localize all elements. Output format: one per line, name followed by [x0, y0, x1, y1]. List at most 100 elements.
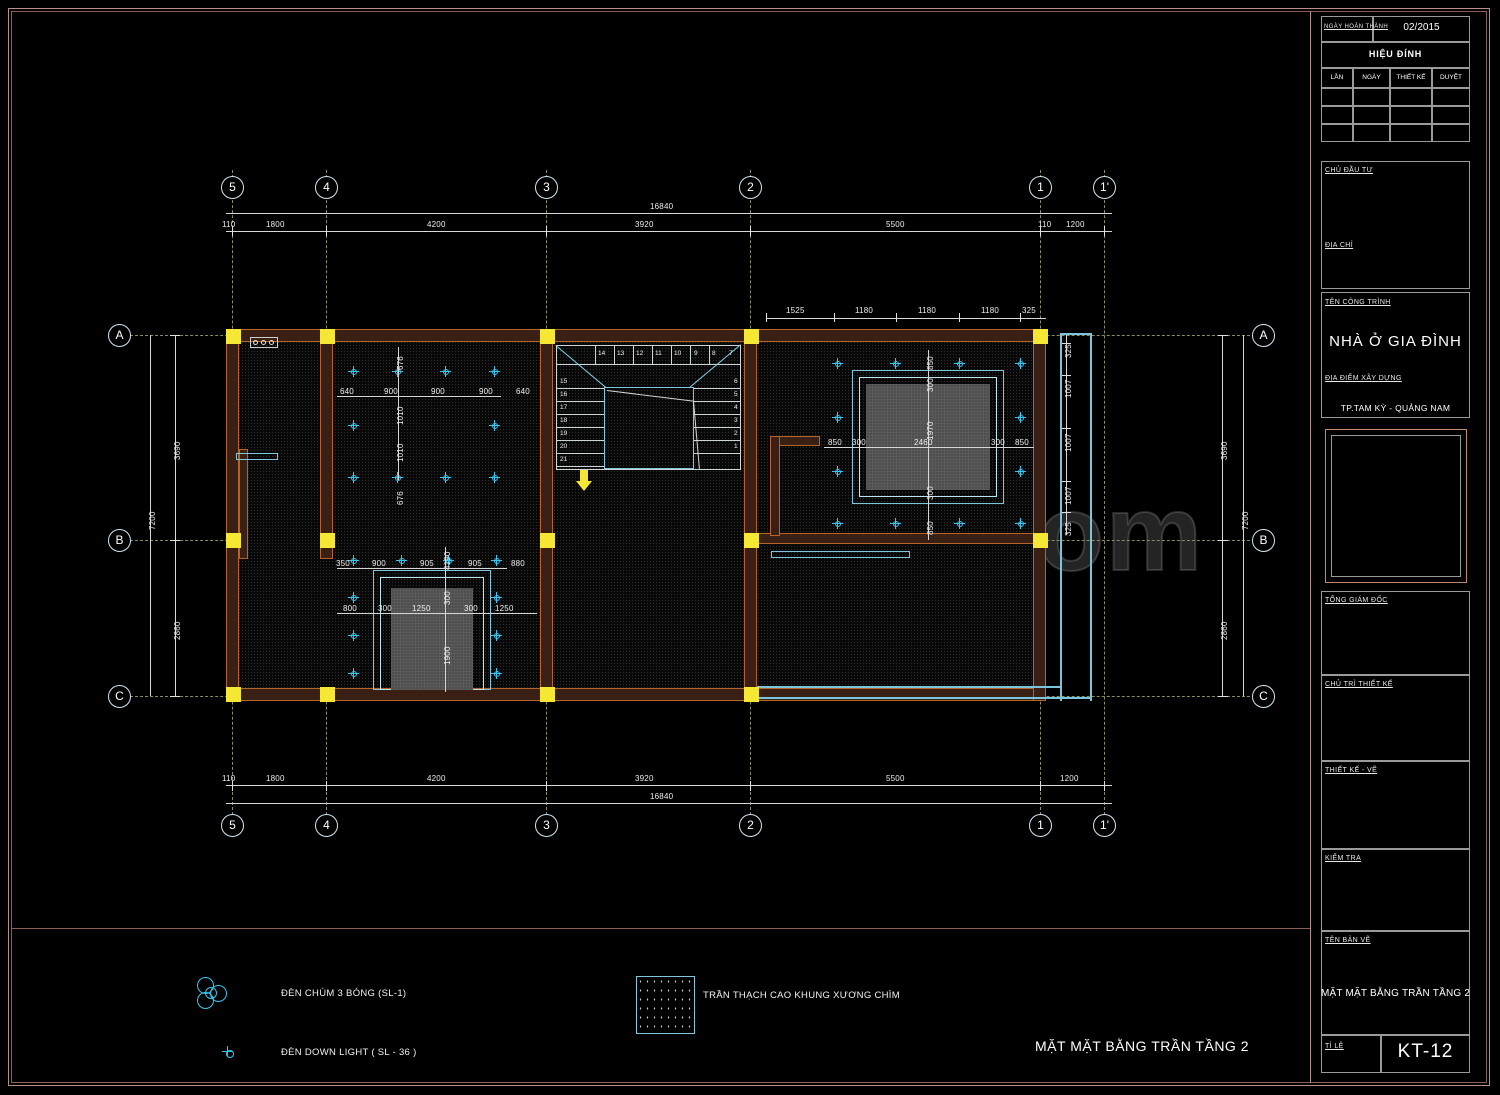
investor-cell[interactable]	[1321, 161, 1470, 289]
designer-cell[interactable]	[1321, 761, 1470, 849]
downlight-icon	[832, 358, 843, 369]
revision-cell[interactable]	[1390, 88, 1432, 106]
downlight-icon	[832, 412, 843, 423]
fixture-strip-left	[236, 453, 278, 460]
stair-tread-number: 4	[734, 404, 738, 411]
project-cell[interactable]	[1321, 292, 1470, 418]
interior-dimline-lb-v	[445, 547, 446, 692]
revision-cell[interactable]	[1432, 124, 1470, 142]
downlight-icon	[1015, 518, 1026, 529]
dimension-tick	[170, 696, 180, 697]
dimension-line-right-outer	[1222, 335, 1223, 696]
grid-bubble-left-A[interactable]: A	[108, 324, 131, 347]
scale-cell[interactable]	[1321, 1035, 1381, 1073]
dimension-text: 900	[372, 559, 386, 568]
grid-bubble-right-B[interactable]: B	[1252, 529, 1275, 552]
revision-col-header: LẦN	[1330, 74, 1344, 81]
fixture-box-topleft	[250, 337, 278, 348]
stair-tread-number: 18	[560, 417, 568, 424]
grid-bubble-right-C[interactable]: C	[1252, 685, 1275, 708]
revision-cell[interactable]	[1321, 88, 1353, 106]
downlight-icon	[440, 472, 451, 483]
ceiling-tray-left-hatch	[391, 588, 473, 690]
scale-label: TỈ LỆ	[1325, 1043, 1344, 1050]
dimension-tick	[546, 226, 547, 236]
stair-riser-l2	[556, 401, 604, 402]
gypsum-ceiling-hatch-icon	[636, 976, 695, 1034]
grid-bubble-bottom-1p[interactable]: 1'	[1093, 814, 1116, 837]
downlight-icon	[222, 1046, 238, 1062]
dimension-text: 1007	[1064, 486, 1073, 505]
downlight-icon	[489, 420, 500, 431]
dimension-text: 850	[828, 438, 842, 447]
grid-bubble-bottom-4[interactable]: 4	[315, 814, 338, 837]
revision-cell[interactable]	[1321, 106, 1353, 124]
grid-bubble-bottom-2[interactable]: 2	[739, 814, 762, 837]
dimension-tick	[546, 781, 547, 791]
revision-cell[interactable]	[1353, 124, 1390, 142]
column-3A	[540, 329, 555, 344]
title-block: NGÀY HOÀN THÀNH 02/2015 HIỆU ĐÍNH LẦN NG…	[1310, 11, 1486, 1083]
drawing-name-cell[interactable]	[1321, 931, 1470, 1035]
revision-cell[interactable]	[1390, 124, 1432, 142]
checker-cell[interactable]	[1321, 849, 1470, 931]
lead-designer-label: CHỦ TRÌ THIẾT KẾ	[1325, 681, 1393, 688]
column-4B	[320, 533, 335, 548]
revision-col-header: DUYỆT	[1439, 74, 1463, 81]
completion-label-cell	[1321, 16, 1373, 42]
dimension-text: 4200	[427, 774, 446, 783]
grid-bubble-top-5[interactable]: 5	[221, 176, 244, 199]
dimension-text: 110	[1038, 220, 1052, 229]
lead-designer-cell[interactable]	[1321, 675, 1470, 761]
revision-cell[interactable]	[1321, 124, 1353, 142]
dimension-text: 300	[926, 486, 935, 500]
dimension-tick	[1218, 540, 1228, 541]
grid-bubble-bottom-5[interactable]: 5	[221, 814, 244, 837]
stair-riser-l5	[556, 440, 604, 441]
revision-cell[interactable]	[1353, 106, 1390, 124]
stair-tread-number: 5	[734, 391, 738, 398]
dimension-text: 300	[443, 591, 452, 605]
downlight-icon	[443, 555, 454, 566]
grid-bubble-top-1p[interactable]: 1'	[1093, 176, 1116, 199]
dimension-text: 640	[340, 387, 354, 396]
stair-tread-number: 19	[560, 430, 568, 437]
dimension-text: 350	[336, 559, 350, 568]
revision-cell[interactable]	[1390, 106, 1432, 124]
site-label: ĐỊA ĐIỂM XÂY DỰNG	[1325, 375, 1402, 382]
grid-bubble-top-2[interactable]: 2	[739, 176, 762, 199]
grid-bubble-bottom-3[interactable]: 3	[535, 814, 558, 837]
stair-direction-arrow-icon	[576, 470, 592, 491]
dimension-text: 905	[468, 559, 482, 568]
grid-bubble-top-1[interactable]: 1	[1029, 176, 1052, 199]
dimension-text: 7200	[1241, 511, 1250, 530]
wall-top	[226, 329, 1046, 342]
revision-cell[interactable]	[1432, 106, 1470, 124]
dimension-line-top-inner	[226, 231, 1112, 232]
stair-void-outline	[604, 387, 694, 469]
stair-riser-r6	[694, 453, 741, 454]
revision-cell[interactable]	[1432, 88, 1470, 106]
grid-bubble-top-4[interactable]: 4	[315, 176, 338, 199]
director-cell[interactable]	[1321, 591, 1470, 675]
column-1A	[1033, 329, 1048, 344]
dimension-text: 300	[378, 604, 392, 613]
stair-tread-number: 14	[598, 350, 606, 357]
grid-bubble-right-A[interactable]: A	[1252, 324, 1275, 347]
dimension-text: 300	[852, 438, 866, 447]
dimension-tick	[326, 781, 327, 791]
stair-riser-r3	[694, 414, 741, 415]
legend-label-gypsum-ceiling: TRẦN THẠCH CAO KHUNG XƯƠNG CHÌM	[703, 990, 900, 1001]
grid-bubble-left-B[interactable]: B	[108, 529, 131, 552]
grid-bubble-left-C[interactable]: C	[108, 685, 131, 708]
dimension-text: 16840	[650, 792, 674, 801]
wall-interior-horizontal	[757, 533, 1046, 544]
grid-bubble-bottom-1[interactable]: 1	[1029, 814, 1052, 837]
stair-tread-number: 3	[734, 417, 738, 424]
stair-tread-number: 15	[560, 378, 568, 385]
revision-cell[interactable]	[1353, 88, 1390, 106]
sheet-number-cell	[1381, 1035, 1470, 1073]
dimension-text: 325	[1064, 344, 1073, 358]
outline-offset-right	[1060, 333, 1062, 701]
grid-bubble-top-3[interactable]: 3	[535, 176, 558, 199]
